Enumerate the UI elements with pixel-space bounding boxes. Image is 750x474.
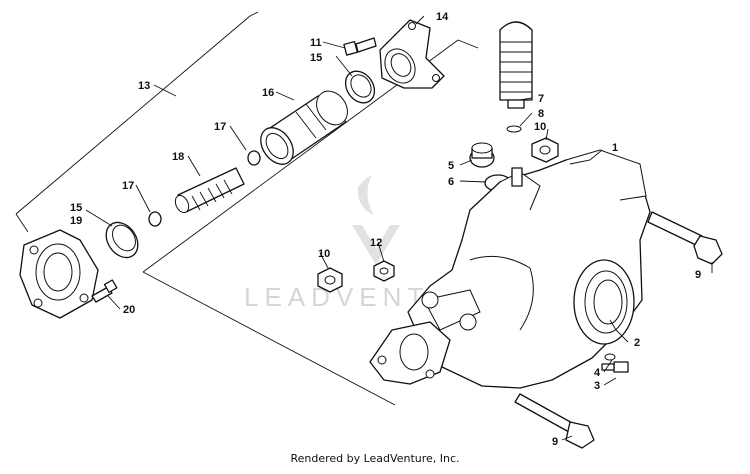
callout-4: 4	[594, 367, 601, 379]
shaft-18	[174, 167, 245, 214]
callout-1: 1	[612, 142, 618, 154]
callout-17-upper: 17	[214, 121, 226, 133]
clamp-8	[506, 125, 522, 133]
housing-1	[407, 149, 651, 389]
bearing-15-lower	[105, 221, 139, 259]
pin-17-lower	[148, 211, 162, 227]
flange-14	[379, 19, 445, 89]
bolt-9-right	[647, 211, 723, 265]
bolt-11	[343, 37, 377, 56]
flange-19	[19, 229, 99, 319]
bolt-3	[601, 361, 629, 373]
pin-17-upper	[247, 150, 261, 166]
footer-credit: Rendered by LeadVenture, Inc.	[290, 452, 460, 465]
nut-10-upper	[531, 137, 559, 163]
callout-16: 16	[262, 87, 274, 99]
bearing-15-upper	[344, 70, 376, 104]
callout-5: 5	[448, 160, 454, 172]
callout-9-lower: 9	[552, 436, 558, 448]
plug-5	[469, 142, 495, 168]
callout-7: 7	[538, 93, 544, 105]
subassembly-frame-13	[15, 11, 479, 406]
bolt-9-lower	[514, 393, 595, 449]
callout-18: 18	[172, 151, 184, 163]
leader-lines	[85, 15, 713, 441]
nut-10-lower	[317, 267, 343, 293]
callout-15-upper: 15	[310, 52, 322, 64]
callout-13: 13	[138, 80, 150, 92]
callout-19: 19	[70, 215, 82, 227]
boot-16	[260, 90, 348, 165]
callout-8: 8	[538, 108, 544, 120]
breather-7	[499, 21, 533, 109]
callout-10-lower: 10	[318, 248, 330, 260]
callout-6: 6	[448, 176, 454, 188]
callouts: 1 2 3 4 5 6 7 8 9 9 10 10 11 12 13 14 15…	[70, 11, 701, 448]
bolt-20	[91, 279, 118, 303]
callout-15-lower: 15	[70, 202, 82, 214]
callout-14: 14	[436, 11, 449, 23]
callout-2: 2	[634, 337, 640, 349]
yoke-output	[369, 321, 451, 385]
nut-12	[373, 260, 395, 282]
callout-10-upper: 10	[534, 121, 546, 133]
callout-20: 20	[123, 304, 135, 316]
callout-9-right: 9	[695, 269, 701, 281]
callout-11: 11	[310, 37, 322, 49]
washer-4	[604, 353, 616, 361]
callout-12: 12	[370, 237, 382, 249]
callout-3: 3	[594, 380, 600, 392]
callout-17-lower: 17	[122, 180, 134, 192]
